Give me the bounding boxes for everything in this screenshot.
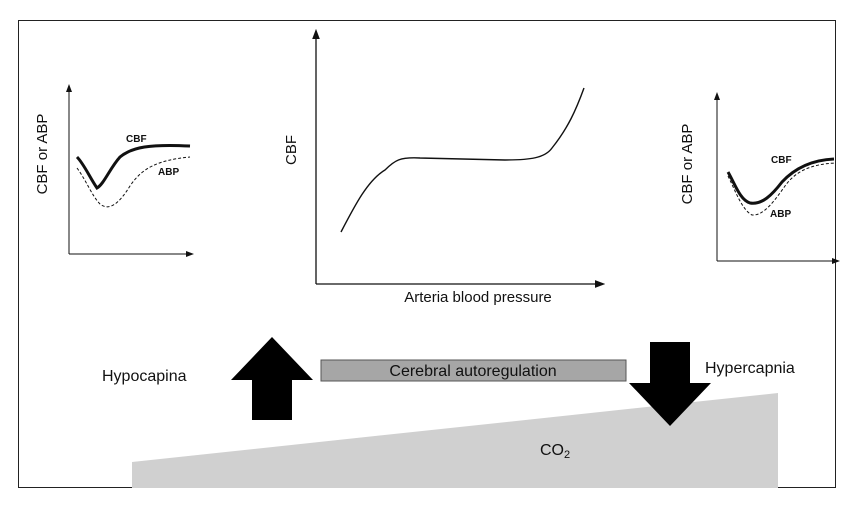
hypercapnia-label: Hypercapnia	[705, 360, 795, 377]
center-x-label: Arteria blood pressure	[404, 289, 552, 306]
left-abp-curve	[76, 156, 191, 208]
center-graph: CBF Arteria blood pressure	[283, 28, 606, 306]
co2-wedge	[132, 393, 778, 488]
autoregulation-curve	[340, 87, 585, 233]
left-cbf-label: CBF	[126, 134, 147, 145]
up-arrow	[231, 337, 313, 420]
center-y-label: CBF	[283, 135, 300, 165]
hypocapnia-label: Hypocapina	[102, 368, 187, 385]
co2-label: CO2	[540, 442, 570, 461]
left-y-label: CBF or ABP	[34, 114, 51, 195]
left-cbf-curve	[75, 143, 191, 190]
right-graph: CBF ABP CBF or ABP	[679, 92, 840, 264]
down-arrow	[629, 342, 711, 426]
right-y-label: CBF or ABP	[679, 124, 696, 205]
right-abp-curve	[727, 162, 837, 216]
left-abp-label: ABP	[158, 167, 179, 178]
right-abp-label: ABP	[770, 209, 791, 220]
right-cbf-curve	[726, 157, 835, 205]
autoregulation-bar	[320, 359, 627, 382]
right-cbf-label: CBF	[771, 155, 792, 166]
autoregulation-label: Cerebral autoregulation	[389, 363, 556, 380]
left-graph: CBF ABP CBF or ABP	[34, 84, 194, 257]
